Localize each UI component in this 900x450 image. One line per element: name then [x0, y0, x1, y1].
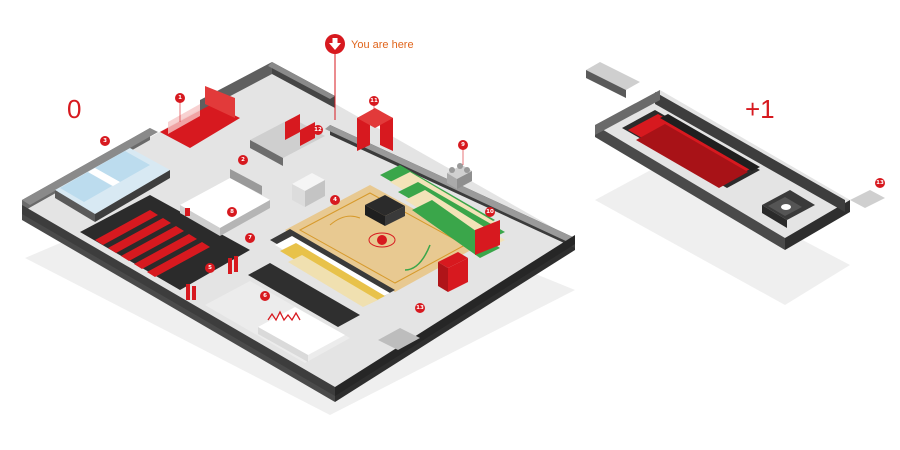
marker-number: 4 — [333, 197, 337, 203]
location-marker-7[interactable]: 7 — [245, 233, 255, 243]
marker-number: 12 — [314, 127, 322, 133]
front-wall-right — [335, 235, 575, 396]
locker-rooms — [250, 114, 325, 207]
arrow-down-icon — [329, 38, 341, 50]
red-mascot-area — [438, 252, 468, 292]
office-block — [55, 148, 170, 222]
location-marker-1[interactable]: 1 — [175, 93, 185, 122]
upper-floor: +1 — [586, 62, 885, 305]
location-markers: 1 2 3 4 5 6 7 8 — [100, 93, 885, 313]
location-marker-8[interactable]: 8 — [227, 207, 237, 217]
marker-number: 8 — [230, 209, 234, 215]
upper-floor-edge-right — [785, 200, 850, 250]
marker-number: 5 — [208, 265, 212, 271]
front-wall-left — [22, 205, 335, 396]
marker-number: 3 — [103, 138, 107, 144]
lobby-wall — [205, 86, 235, 118]
location-marker-10[interactable]: 10 — [485, 207, 495, 217]
upper-stairs-right — [850, 190, 885, 208]
upper-floor-edge-left — [595, 125, 785, 250]
marker-number: 6 — [263, 293, 267, 299]
upper-left-wall — [595, 90, 660, 135]
upper-floor-label: +1 — [745, 94, 775, 124]
location-marker-4[interactable]: 4 — [330, 195, 340, 205]
back-wall-top-left — [22, 128, 158, 205]
marker-number: 13 — [416, 305, 424, 311]
lower-bleachers — [270, 229, 395, 307]
bleachers — [380, 165, 505, 258]
marker-number: 11 — [370, 98, 378, 104]
location-marker-12[interactable]: 12 — [313, 125, 323, 135]
location-marker-13-ground[interactable]: 13 — [415, 303, 425, 313]
back-wall-right-top — [268, 62, 335, 99]
exhibit-room — [205, 263, 360, 363]
lobby-glass — [168, 104, 200, 134]
location-marker-11[interactable]: 11 — [369, 96, 379, 110]
you-are-here-marker[interactable]: You are here — [325, 34, 414, 120]
marker-number: 9 — [461, 142, 465, 148]
location-marker-9[interactable]: 9 — [458, 140, 468, 165]
you-are-here-label: You are here — [351, 39, 414, 51]
red-columns — [186, 256, 238, 300]
lobby-area — [160, 104, 240, 148]
ground-stairs — [378, 328, 420, 350]
location-marker-13-upper[interactable]: 13 — [875, 178, 885, 188]
marker-number: 13 — [876, 180, 884, 186]
equipment-cubes — [447, 163, 472, 189]
location-marker-5[interactable]: 5 — [205, 263, 215, 273]
upper-stairs-top-wall — [586, 70, 626, 98]
ground-floor-label: 0 — [67, 94, 81, 124]
upper-seating — [622, 110, 760, 188]
upper-lounge — [762, 190, 815, 228]
ground-floor: 0 — [22, 62, 575, 415]
location-marker-3[interactable]: 3 — [100, 136, 110, 146]
location-marker-2[interactable]: 2 — [238, 155, 248, 165]
marker-number: 7 — [248, 235, 252, 241]
white-room — [180, 169, 270, 236]
marker-number: 2 — [241, 157, 245, 163]
upper-back-wall — [655, 92, 845, 212]
location-marker-6[interactable]: 6 — [260, 291, 270, 301]
entrance-gate — [357, 108, 393, 151]
marker-number: 1 — [178, 95, 182, 101]
upper-floor-shadow — [595, 165, 850, 305]
upper-stairs-top — [586, 62, 640, 90]
marker-number: 10 — [486, 209, 494, 215]
